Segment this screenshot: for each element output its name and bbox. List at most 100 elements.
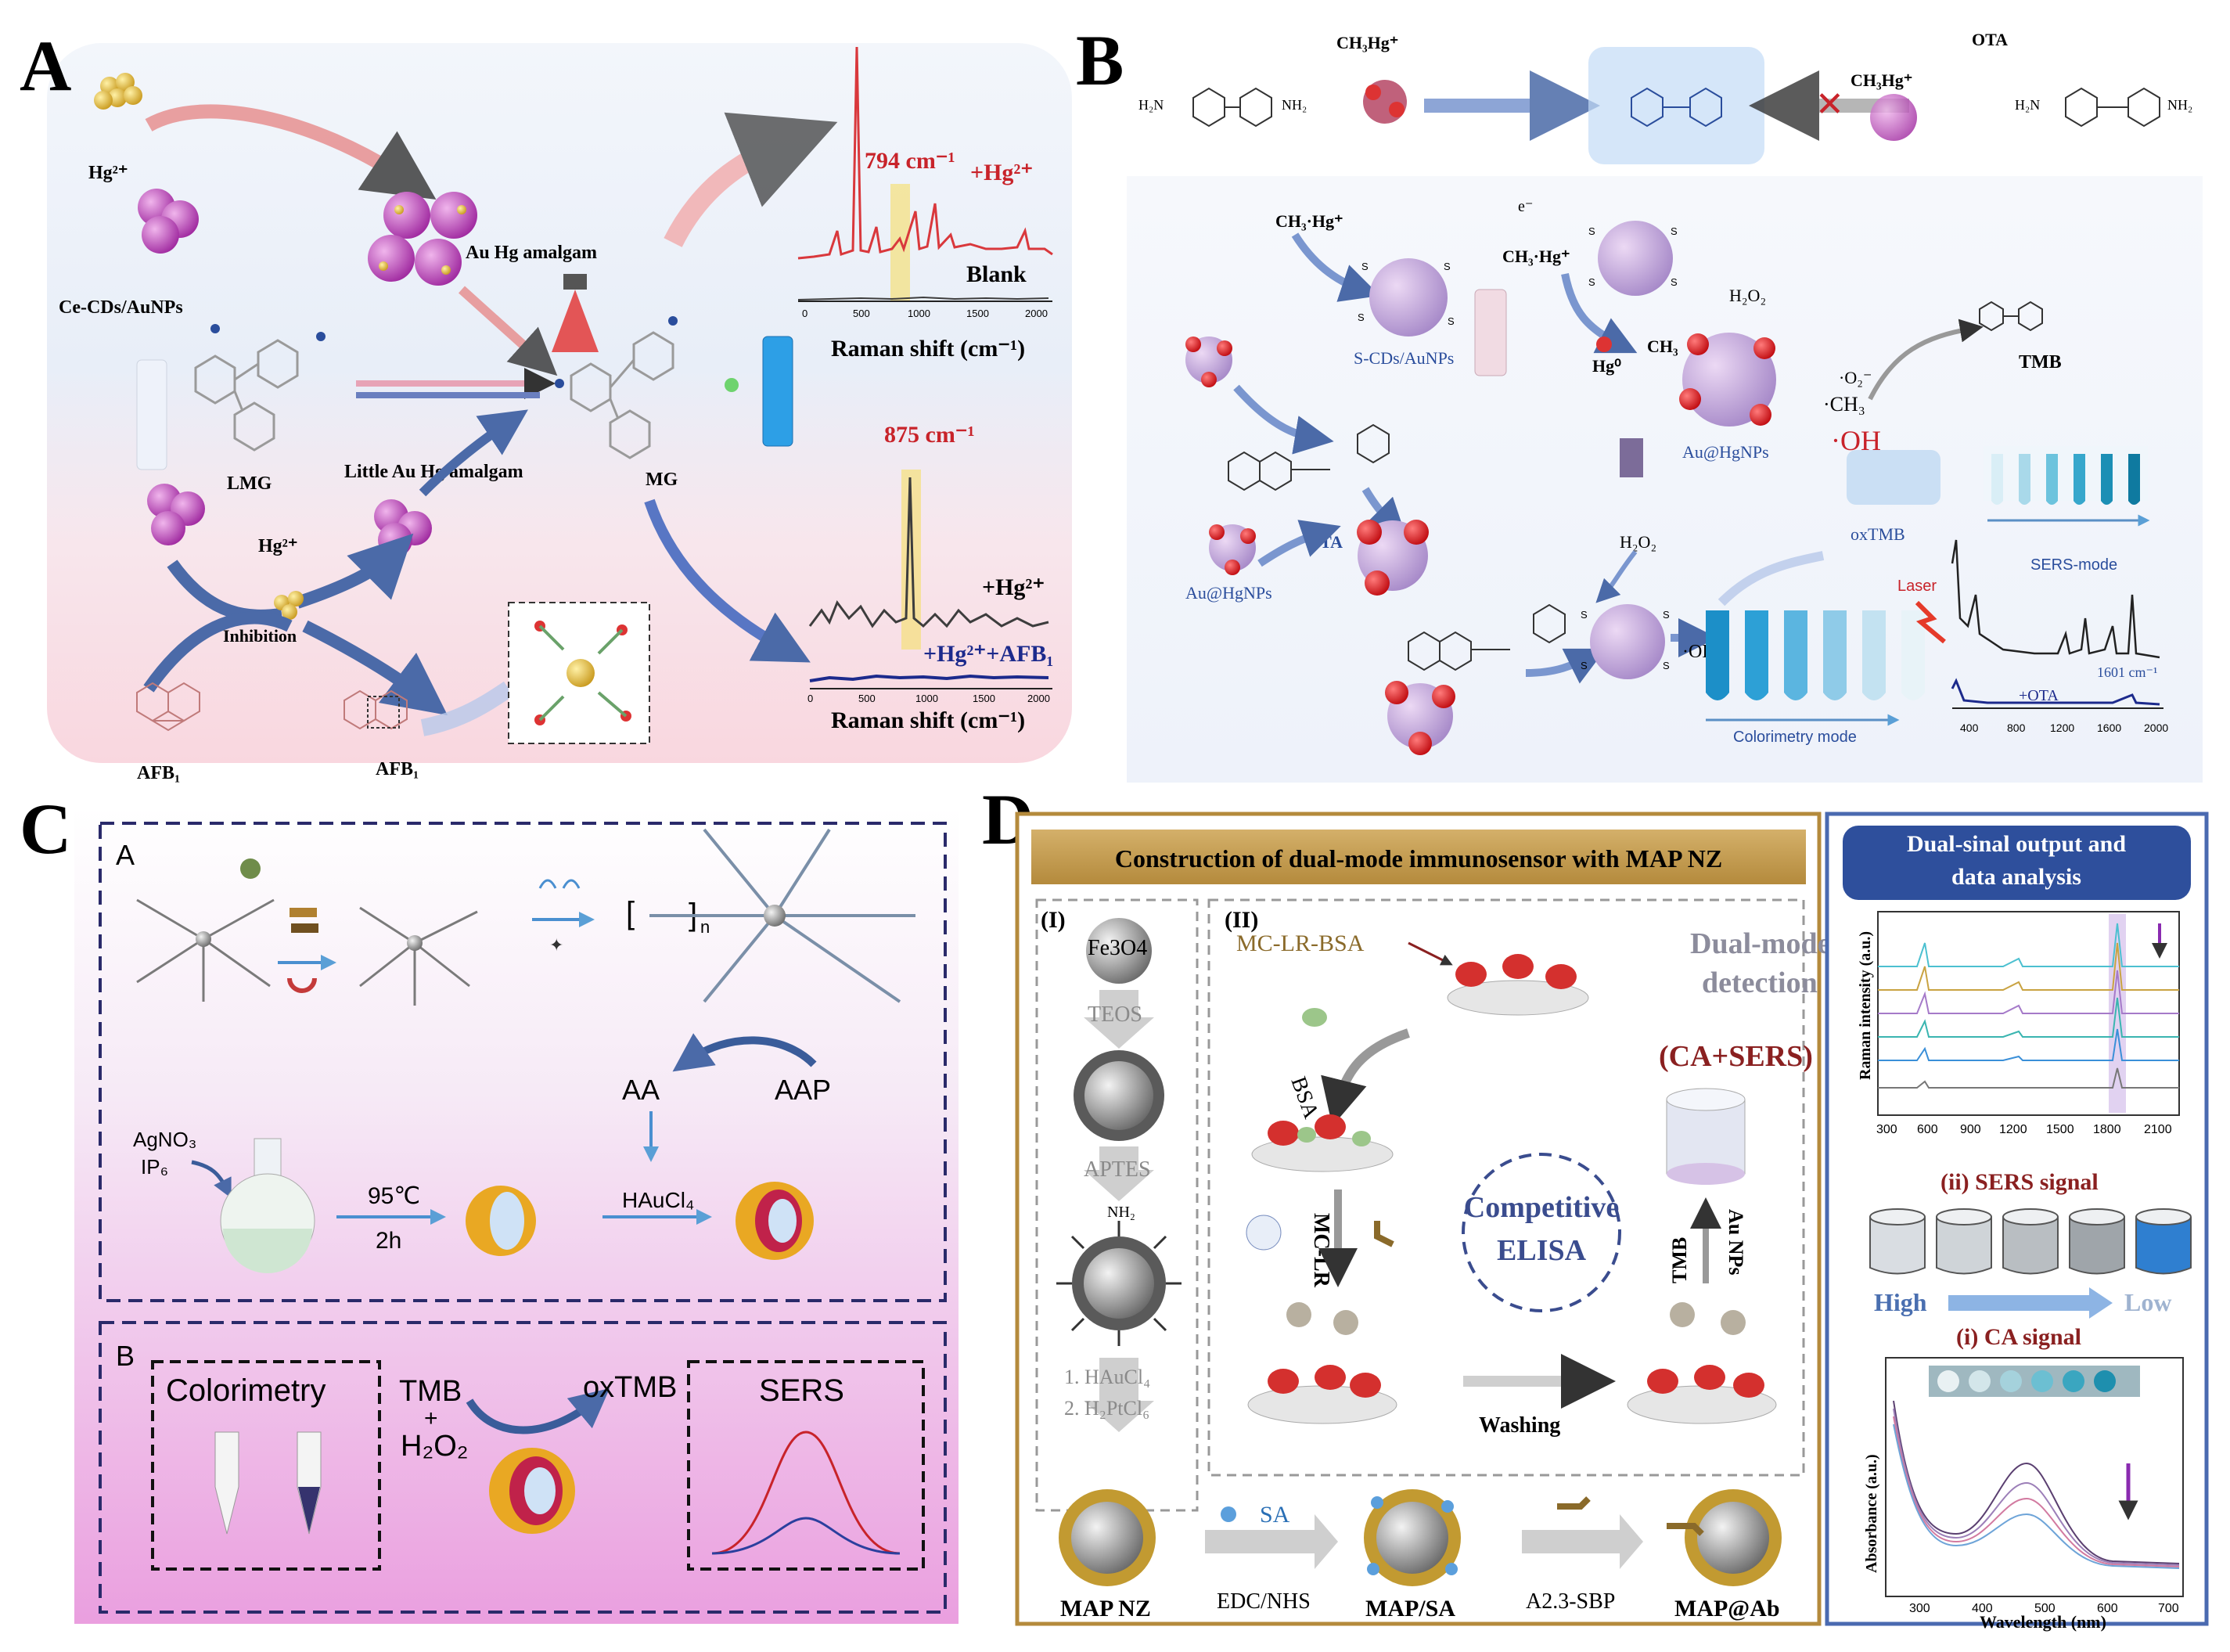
a-arrow-afb-right	[302, 620, 448, 715]
b-sers-tick: 800	[2007, 722, 2026, 734]
c-bracket: [	[626, 896, 635, 930]
d-low: Low	[2124, 1288, 2171, 1316]
svg-text:S: S	[1588, 225, 1595, 237]
d-raman-line	[1878, 997, 2179, 1038]
b-cluster-purple-icon	[1870, 94, 1917, 141]
afb1-molecule-icon	[136, 682, 200, 732]
hg-ions-icon	[138, 189, 199, 254]
b-arrow-s-cds	[1291, 232, 1380, 302]
svg-text:S: S	[1358, 311, 1365, 323]
c-flask-icon	[220, 1138, 315, 1273]
d-arrow-teos	[1084, 990, 1154, 1049]
c-arrow-aap-aa	[672, 1033, 817, 1072]
d-abs-tick: 500	[2034, 1602, 2056, 1615]
d-raman-tick: 1200	[1999, 1123, 2027, 1136]
a-spectrum-2-tick: 1000	[915, 693, 938, 704]
c-plus-icon: ✦	[549, 935, 563, 955]
c-au-ag-shell-icon	[736, 1182, 814, 1260]
d-antibody-small-icon	[1374, 1221, 1394, 1247]
a-afb1-left: AFB₁	[137, 763, 180, 783]
d-abs-curve	[1893, 1408, 2180, 1566]
d-au-nps: Au NPs	[1725, 1209, 1747, 1276]
d-absorbance-chart: Absorbance (a.u.) 300 400 500 600 700 Wa…	[1863, 1357, 2184, 1632]
d-raman-line	[1878, 1028, 2179, 1061]
d-raman-chart: Raman intensity (a.u.) 300 600 900 1200 …	[1857, 911, 2180, 1136]
d-ca-signal: (i) CA signal	[1956, 1324, 2081, 1350]
b-sers-spectrum: 1601 cm⁻¹ +OTA 400 800 1200 1600 2000	[1951, 539, 2168, 734]
d-well-icon	[1666, 1088, 1746, 1185]
d-right-header-bar	[1843, 826, 2191, 900]
b-tubes-sers	[1984, 446, 2148, 505]
a-spectrum-2-tick: 1500	[973, 693, 995, 704]
d-header: Construction of dual-mode immunosensor w…	[1115, 844, 1722, 873]
d-abs-frame	[1885, 1357, 2184, 1597]
b-radicals: ·O₂⁻	[1839, 368, 1872, 387]
b-ota-complex-molecule-icon	[1408, 603, 1566, 671]
b-au-hg-left-top-icon	[1185, 337, 1232, 387]
a-spectrum-1-tick: 500	[853, 308, 870, 319]
c-box-a	[99, 822, 947, 1302]
d-raman-line	[1878, 923, 2179, 967]
a-mg-label: MG	[646, 470, 678, 490]
b-nh2-right: NH₂	[2167, 97, 2192, 113]
b-ch3hg-mid: CH₃Hg⁺	[1851, 70, 1912, 90]
a-spectrum-1-tick: 0	[802, 308, 807, 319]
d-silica-sphere-icon	[1074, 1050, 1164, 1141]
b-vial-purple	[1620, 438, 1643, 477]
b-sers-spectrum-line	[1951, 539, 2160, 659]
svg-text:S: S	[1448, 315, 1455, 327]
d-abs-curve	[1893, 1423, 2180, 1569]
laser-icon	[552, 274, 599, 352]
mg-molecule-icon	[555, 316, 678, 459]
b-colorimetry-mode: Colorimetry mode	[1733, 729, 1857, 746]
b-au-hg-bottom-icon	[1385, 681, 1455, 755]
c-sers-peak-blue	[711, 1517, 901, 1555]
b-au-hg-right: Au@HgNPs	[1682, 442, 1769, 462]
a-hg-label: Hg²⁺	[88, 163, 128, 183]
panel-d: D Construction of dual-mode immunosensor…	[982, 779, 2209, 1632]
b-tmb-small-icon	[1979, 301, 2043, 332]
a-spectrum-2-tick: 2000	[1027, 693, 1050, 704]
d-right-header-2: data analysis	[1951, 864, 2081, 890]
svg-text:S: S	[1581, 660, 1588, 671]
b-oxtmb-molecule-icon	[1631, 87, 1722, 128]
svg-text:S: S	[1588, 276, 1595, 288]
d-arrow-ab	[1522, 1514, 1643, 1569]
b-ota-molecule-icon	[1228, 423, 1390, 491]
b-arrow-to-tmb	[1868, 319, 1984, 401]
panel-b-label: B	[1076, 20, 1124, 100]
b-tmb-right-molecule-icon	[2065, 87, 2160, 128]
d-haucl: 1. HAuCl₄	[1064, 1366, 1150, 1388]
b-h2o2-mid: H₂O₂	[1620, 532, 1656, 552]
svg-text:S: S	[1663, 609, 1670, 621]
b-ch3hg-top: CH₃Hg⁺	[1336, 33, 1398, 52]
d-elisa: ELISA	[1497, 1234, 1587, 1267]
c-sers-peak-red	[711, 1431, 901, 1555]
b-h2o2-top: H₂O₂	[1729, 286, 1766, 305]
d-map-ab: MAP@Ab	[1674, 1596, 1780, 1621]
d-sa: SA	[1260, 1502, 1290, 1528]
a-spectrum-2-afb-line	[809, 674, 1049, 682]
b-hg0: Hg⁰	[1592, 356, 1621, 376]
c-box-b	[99, 1321, 947, 1614]
d-map-sa: MAP/SA	[1365, 1596, 1455, 1621]
b-h2n-right: H₂N	[2015, 97, 2040, 113]
d-arrow-aptes	[1084, 1146, 1154, 1201]
c-sers: SERS	[759, 1373, 844, 1408]
c-tube-clear-icon	[214, 1431, 239, 1535]
c-time: 2h	[376, 1228, 401, 1254]
a-spectrum-1-peak: 794 cm⁻¹	[865, 148, 955, 174]
d-raman-tick: 600	[1917, 1123, 1938, 1136]
c-magnet-icon	[287, 977, 317, 993]
d-abs-tick: 600	[2097, 1602, 2118, 1615]
c-arrow-agno3	[191, 1160, 232, 1199]
d-antibody-icon	[1557, 1496, 1591, 1510]
d-plate-bottom-icon	[1247, 1302, 1397, 1424]
c-sub-a: A	[116, 839, 135, 871]
b-arrow-oh-up	[1717, 551, 1825, 606]
c-colorimetry: Colorimetry	[166, 1373, 326, 1408]
b-nh2-left: NH₂	[1282, 97, 1307, 113]
d-map-sa-icon	[1364, 1489, 1461, 1586]
